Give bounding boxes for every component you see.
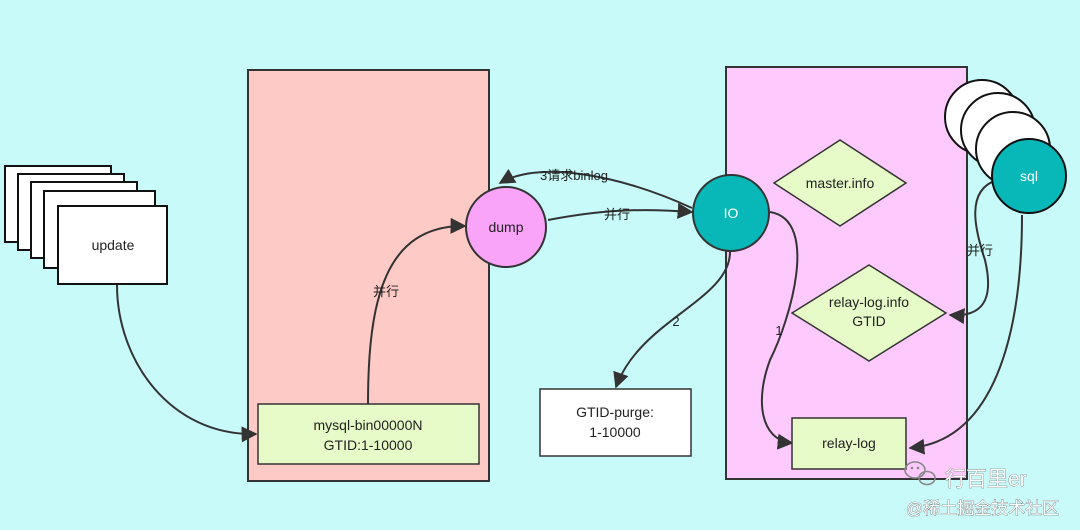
edge-label-binlog-dump: 并行 <box>373 284 399 299</box>
watermark: 行百里er @稀土掘金技术社区 <box>904 461 1060 518</box>
binlog-label-line2: GTID:1-10000 <box>324 437 413 453</box>
relay-log-label: relay-log <box>822 435 876 451</box>
update-box <box>57 205 168 285</box>
dump-label: dump <box>488 219 523 235</box>
relay-log-info-node <box>790 264 948 362</box>
relay-log-box <box>791 417 907 470</box>
relay-log-info-label-line1: relay-log.info <box>829 294 909 310</box>
edge-label-sql-parallel: 并行 <box>967 243 993 258</box>
slave-panel <box>725 66 968 480</box>
binlog-box <box>257 403 480 465</box>
edge-label-io-purge: 2 <box>672 314 679 329</box>
edge-io-to-purge <box>613 251 731 389</box>
wechat-logo-icon <box>904 461 936 486</box>
edge-io-request-binlog <box>498 168 693 209</box>
edge-label-io-relay: 1 <box>775 323 782 338</box>
edge-label-dump-io: 并行 <box>604 207 630 222</box>
sql-thread-label: sql <box>1020 168 1038 184</box>
gtid-purge-box <box>539 388 692 457</box>
sql-thread-stack: sql <box>944 79 1067 214</box>
io-thread-node <box>692 174 770 252</box>
edge-sql-to-relay-log <box>908 214 1023 455</box>
watermark-author: 行百里er <box>945 468 1027 491</box>
gtid-purge-label-line1: GTID-purge: <box>576 404 654 420</box>
sql-thread-node <box>991 138 1067 214</box>
update-label: update <box>92 237 135 253</box>
relay-log-info-label-line2: GTID <box>852 313 885 329</box>
watermark-site: @稀土掘金技术社区 <box>906 499 1059 518</box>
edge-label-request-binlog: 3请求binlog <box>540 168 608 183</box>
edge-binlog-to-dump <box>367 217 467 405</box>
update-stack: update <box>4 165 168 285</box>
dump-node <box>465 186 547 268</box>
edge-update-to-binlog <box>116 284 258 443</box>
edge-io-to-relay-log <box>760 211 799 450</box>
io-thread-label: IO <box>724 205 739 221</box>
edge-sql-to-relay-log-info <box>948 179 998 325</box>
gtid-purge-label-line2: 1-10000 <box>589 424 641 440</box>
master-info-label: master.info <box>806 175 875 191</box>
edge-dump-to-io <box>547 202 694 221</box>
master-info-node <box>772 139 908 227</box>
binlog-label-line1: mysql-bin00000N <box>314 417 423 433</box>
